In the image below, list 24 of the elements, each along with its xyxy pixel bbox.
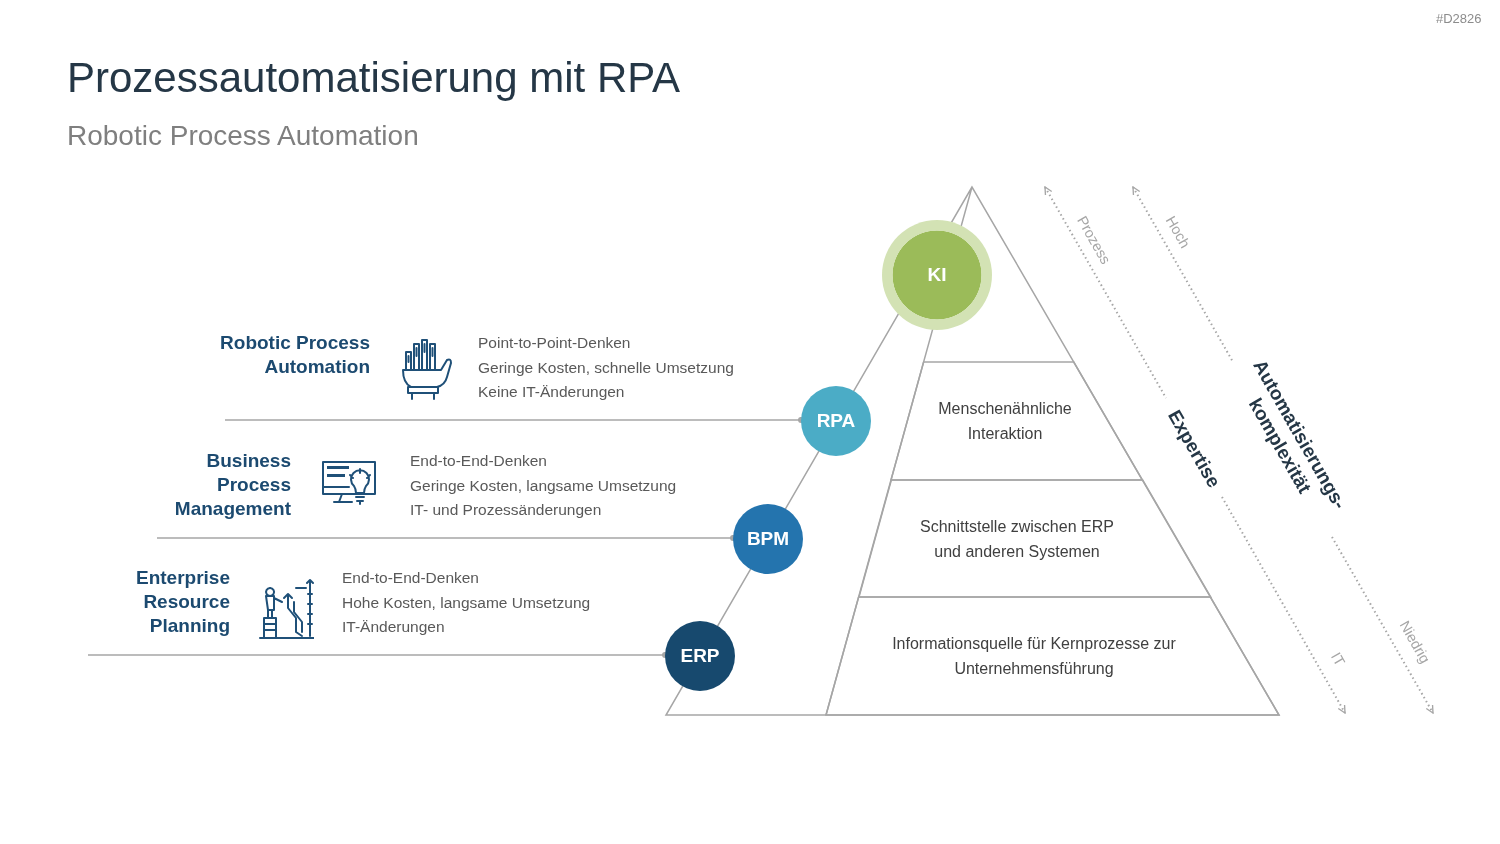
band-text: Menschenähnliche Interaktion — [937, 399, 1073, 444]
title: Prozessautomatisierung mit RPA — [67, 54, 681, 102]
level-circle: BPM — [733, 504, 803, 574]
description-text: IT-Änderungen — [342, 617, 445, 637]
level-circle: KI — [882, 220, 992, 330]
heading-text: Robotic Process Automation — [220, 331, 370, 379]
heading-text: Enterprise Resource Planning — [135, 566, 230, 638]
band-text: Informationsquelle für Kernprozesse zur Unternehmensführung — [891, 634, 1177, 679]
description-text: Geringe Kosten, schnelle Umsetzung — [478, 357, 734, 378]
axis-label: Hoch — [1162, 213, 1194, 251]
band-text: Schnittstelle zwischen ERP und anderen Systemen — [919, 516, 1115, 562]
heading-text: Business Process Management — [173, 449, 291, 521]
subtitle: Robotic Process Automation — [67, 120, 419, 152]
level-circle: RPA — [801, 386, 871, 456]
description-text: Geringe Kosten, langsame Umsetzung — [410, 475, 677, 496]
slide-code: #D2826 — [1436, 11, 1482, 26]
description-text: End-to-End-Denken — [342, 568, 479, 588]
axis-label: IT — [1327, 649, 1349, 669]
description-text: Keine IT-Änderungen — [478, 382, 625, 402]
description-text: Hohe Kosten, langsame Umsetzung — [342, 592, 591, 613]
description-text: Point-to-Point-Denken — [478, 333, 631, 353]
level-circle: ERP — [665, 621, 735, 691]
description-text: End-to-End-Denken — [410, 451, 547, 471]
description-text: IT- und Prozessänderungen — [410, 500, 602, 520]
